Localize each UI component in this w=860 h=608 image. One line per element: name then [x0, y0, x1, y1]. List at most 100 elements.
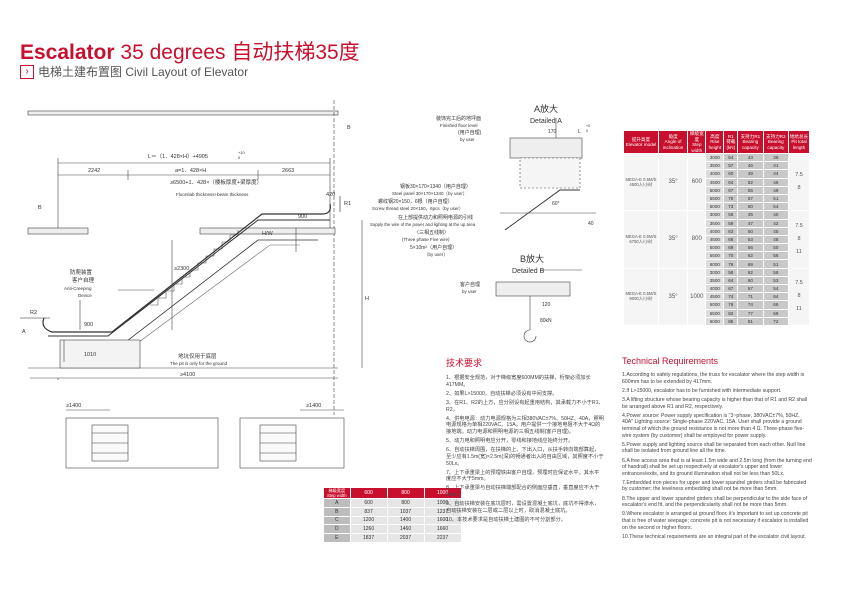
- spec-width-cell: 1000: [687, 267, 707, 326]
- spec-value-cell: 85: [723, 316, 739, 326]
- spec-value-cell: 60: [737, 202, 764, 212]
- detail-b-120: 120: [542, 302, 551, 308]
- tech-cn-item: 10、本技术要求是自动扶梯土建图的不可分割部分。: [446, 517, 566, 524]
- tech-en-item: 2.If L>15000, escalator has to be furnis…: [622, 387, 782, 394]
- detail-a-user-en: by user: [460, 137, 475, 142]
- dim-L-tol: +10: [238, 150, 246, 155]
- label-hw: H/W: [262, 231, 274, 237]
- spec-value-cell: 54: [723, 152, 739, 163]
- spec-value-cell: 81: [737, 316, 764, 326]
- spec-value-cell: 60: [723, 169, 739, 179]
- page-subtitle: › 电梯土建布置图 Civil Layout of Elevator: [20, 63, 248, 80]
- tech-en-heading: Technical Requirements: [622, 356, 719, 366]
- spec-value-cell: 72: [762, 316, 790, 326]
- spec-value-cell: 56: [737, 243, 764, 253]
- tech-en-item: 1.According to safety regulations, the t…: [622, 372, 805, 385]
- spec-value-cell: 3500: [705, 161, 725, 171]
- spec-value-cell: 6000: [705, 202, 725, 212]
- spec-value-cell: 74: [737, 300, 764, 310]
- tech-cn-item: 1、根据安全规范，对于梯级宽度600MM的扶梯，桁架必须加长417MM。: [446, 375, 591, 388]
- step-value-cell: 2237: [423, 533, 462, 543]
- label-h: H: [365, 296, 369, 302]
- label-r1: R1: [344, 201, 351, 207]
- spec-value-cell: 49: [737, 169, 764, 179]
- tech-en-item: 3.A lifting structure whose bearing capa…: [622, 396, 808, 410]
- tech-en-item: 5.Power supply and lighting source shall…: [622, 441, 806, 455]
- detail-b-title-cn: B放大: [520, 253, 544, 264]
- step-value-cell: 1460: [386, 524, 425, 535]
- spec-value-cell: 6000: [705, 259, 725, 269]
- spec-value-cell: 4500: [705, 234, 725, 245]
- spec-model-cell: MEGA-E 0.5M/S 6750人/小时: [623, 210, 659, 269]
- step-value-cell: 2037: [386, 533, 425, 543]
- spec-value-cell: 50: [737, 226, 764, 236]
- dim-4100: ≥4100: [180, 372, 195, 378]
- dim-1400-b: ≥1400: [306, 403, 321, 409]
- spec-value-cell: 3000: [705, 152, 725, 163]
- spec-value-cell: 76: [723, 300, 739, 310]
- step-value-cell: 1400: [386, 515, 425, 526]
- spec-value-cell: 45: [762, 226, 790, 236]
- dim-900-b: 900: [84, 322, 93, 328]
- dim-6500: ≥6500+1．428×（楼板厚度+梁厚度）: [170, 178, 262, 186]
- spec-header-cell: 角度 Angle of inclination: [657, 130, 689, 154]
- label-a: A: [22, 329, 26, 335]
- dim-a-formula: a=1．428×H: [175, 168, 206, 174]
- tech-cn-section: 技术要求 1、根据安全规范，对于梯级宽度600MM的扶梯，桁架必须加长417MM…: [446, 356, 604, 526]
- anti-creep-cn: 防爬装置: [70, 268, 93, 276]
- spec-value-cell: 66: [723, 234, 739, 245]
- spec-value-cell: 67: [723, 283, 739, 294]
- detail-a-cable: 5×10m²（用户自理）: [410, 244, 457, 251]
- spec-value-cell: 46: [762, 177, 790, 187]
- detail-b-title-en: Detailed B: [512, 268, 545, 275]
- anti-creep-en: Anti-Creeping: [64, 286, 92, 291]
- pit-en: The pit is only for the ground: [170, 361, 228, 366]
- tech-en-item: 10.These technical requirements are an i…: [622, 533, 806, 540]
- spec-value-cell: 74: [723, 292, 739, 302]
- detail-a-threephase-en: (Three phase Five wire): [402, 237, 450, 242]
- spec-value-cell: 69: [737, 259, 764, 269]
- spec-value-cell: 50: [762, 243, 790, 253]
- tech-cn-list: 1、根据安全规范，对于梯级宽度600MM的扶梯，桁架必须加长417MM。2、如果…: [446, 375, 604, 524]
- spec-value-cell: 57: [723, 161, 739, 171]
- spec-value-cell: 3500: [705, 275, 725, 286]
- step-header-label: 梯级宽度 Step width: [323, 487, 351, 499]
- spec-header-cell: 地坑总长 Pit total length: [788, 130, 810, 154]
- spec-value-cell: 53: [737, 234, 764, 245]
- spec-pit-cell: 7.5 8: [788, 152, 810, 212]
- spec-angle-cell: 35°: [657, 210, 689, 269]
- spec-value-cell: 49: [762, 185, 790, 195]
- detail-a-floor-cn: 装饰完工后的地坪面: [436, 115, 481, 122]
- detail-a-cable-by: （by user）: [424, 252, 448, 257]
- spec-value-cell: 4500: [705, 177, 725, 187]
- spec-value-cell: 56: [762, 251, 790, 261]
- tech-en-item: 8.The upper and lower spandrel girders s…: [622, 495, 808, 509]
- step-value-cell: 1200: [349, 515, 388, 526]
- dim-420: 420: [326, 192, 335, 198]
- detail-a-steel-cn: 钢板30×170×1340（用户自理）: [400, 183, 471, 190]
- spec-pit-cell: 7.5 8 11: [788, 210, 810, 269]
- detail-a-60deg: 60°: [552, 201, 560, 207]
- spec-value-cell: 64: [723, 177, 739, 187]
- spec-value-cell: 51: [762, 259, 790, 269]
- detail-a-tol-top: +5: [586, 124, 590, 128]
- detail-a-screw-en: Screw thread steel 20×150，6pcs（by user）: [372, 206, 463, 212]
- spec-value-cell: 43: [737, 152, 764, 163]
- step-header-cell: 800: [386, 487, 425, 499]
- step-value-cell: 1837: [349, 533, 388, 543]
- tech-cn-heading: 技术要求: [446, 358, 483, 368]
- spec-value-cell: 54: [762, 202, 790, 212]
- spec-value-cell: 48: [762, 234, 790, 245]
- spec-value-cell: 5500: [705, 308, 725, 318]
- spec-value-cell: 77: [737, 308, 764, 318]
- spec-value-cell: 39: [762, 152, 790, 163]
